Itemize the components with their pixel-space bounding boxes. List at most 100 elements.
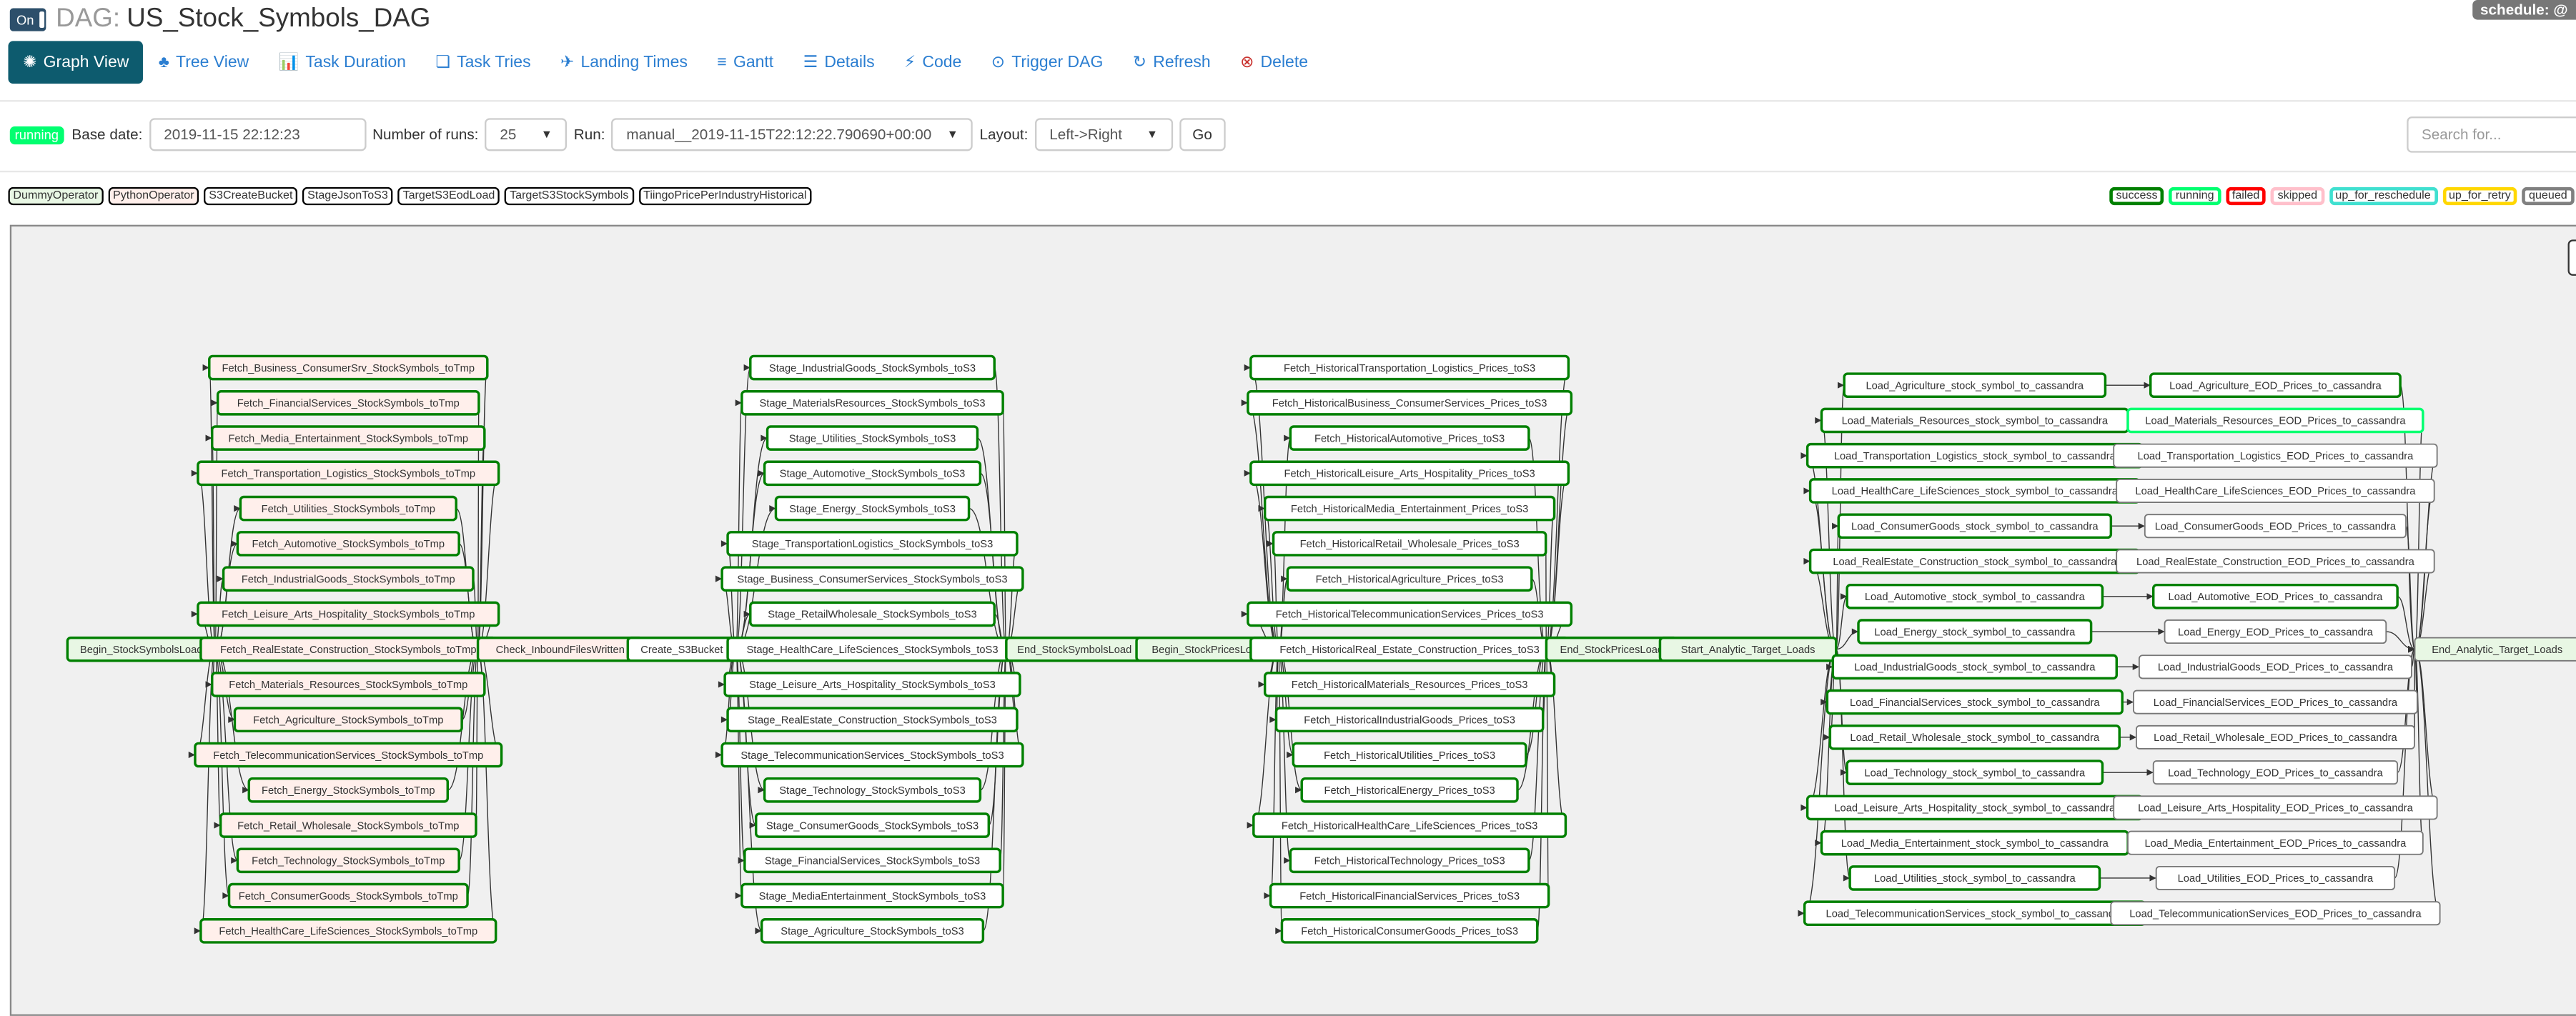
- task-node[interactable]: Load_RealEstate_Construction_EOD_Prices_…: [2116, 549, 2435, 574]
- task-node-box[interactable]: [1263, 495, 1556, 522]
- task-node-box[interactable]: [720, 742, 1024, 768]
- task-node-box[interactable]: [1831, 654, 2118, 680]
- task-node[interactable]: Load_ConsumerGoods_stock_symbol_to_cassa…: [1837, 513, 2113, 539]
- operator-legend-item[interactable]: TiingoPricePerIndustryHistorical: [638, 186, 812, 206]
- task-node[interactable]: Load_FinancialServices_EOD_Prices_to_cas…: [2133, 689, 2418, 714]
- task-node[interactable]: Load_Automotive_EOD_Prices_to_cassandra: [2151, 583, 2399, 609]
- num-runs-select[interactable]: 25 ▼: [485, 118, 568, 151]
- go-button[interactable]: Go: [1179, 118, 1226, 151]
- task-node[interactable]: Start_Analytic_Target_Loads: [1658, 636, 1838, 662]
- search-input[interactable]: Search for...: [2407, 116, 2576, 153]
- task-node-box[interactable]: [1263, 672, 1556, 697]
- task-node[interactable]: Fetch_HistoricalRetail_Wholesale_Prices_…: [1272, 531, 1547, 557]
- task-node-box[interactable]: [1658, 636, 1838, 662]
- task-node-box[interactable]: [1289, 425, 1530, 451]
- task-node[interactable]: Load_Leisure_Arts_Hospitality_EOD_Prices…: [2113, 795, 2438, 820]
- task-node[interactable]: Fetch_HistoricalMedia_Entertainment_Pric…: [1263, 495, 1556, 522]
- task-node[interactable]: Stage_Automotive_StockSymbols_toS3: [763, 460, 982, 487]
- task-node[interactable]: Load_Transportation_Logistics_EOD_Prices…: [2113, 443, 2438, 468]
- task-node-box[interactable]: [1274, 707, 1545, 733]
- task-node-box[interactable]: [2133, 689, 2418, 714]
- task-node[interactable]: Fetch_HistoricalUtilities_Prices_toS3: [1292, 742, 1527, 768]
- task-node[interactable]: Load_Energy_stock_symbol_to_cassandra: [1857, 619, 2093, 644]
- task-node[interactable]: Stage_HealthCare_LifeSciences_StockSymbo…: [726, 636, 1019, 662]
- task-node[interactable]: Stage_MediaEntertainment_StockSymbols_to…: [740, 882, 1004, 909]
- task-node[interactable]: Load_Transportation_Logistics_stock_symb…: [1805, 442, 2144, 469]
- task-node-box[interactable]: [749, 354, 996, 381]
- dag-on-off-toggle[interactable]: On: [9, 8, 46, 31]
- task-node-box[interactable]: [1300, 777, 1519, 803]
- operator-legend-item[interactable]: TargetS3StockSymbols: [505, 186, 634, 206]
- task-node-box[interactable]: [1837, 513, 2113, 539]
- task-node[interactable]: Load_Automotive_stock_symbol_to_cassandr…: [1846, 583, 2104, 609]
- tab-graph-view[interactable]: ✺Graph View: [8, 41, 144, 84]
- task-node-box[interactable]: [740, 389, 1004, 416]
- task-node[interactable]: Fetch_Media_Entertainment_StockSymbols_t…: [211, 425, 486, 451]
- task-node[interactable]: Fetch_HistoricalAgriculture_Prices_toS3: [1286, 566, 1533, 592]
- task-node-box[interactable]: [219, 812, 477, 838]
- state-legend-item[interactable]: running: [2169, 186, 2221, 206]
- task-node[interactable]: Load_Energy_EOD_Prices_to_cassandra: [2164, 619, 2387, 644]
- task-node-box[interactable]: [2116, 549, 2435, 574]
- task-node-box[interactable]: [247, 777, 450, 803]
- task-node-box[interactable]: [2164, 619, 2387, 644]
- task-node-box[interactable]: [740, 882, 1004, 909]
- tab-delete[interactable]: ⊗Delete: [1225, 41, 1322, 84]
- task-node-box[interactable]: [1249, 354, 1570, 381]
- task-node-box[interactable]: [1280, 918, 1539, 944]
- task-node-box[interactable]: [1857, 619, 2093, 644]
- task-node[interactable]: Stage_Energy_StockSymbols_toS3: [774, 495, 971, 522]
- task-node-box[interactable]: [2144, 514, 2407, 539]
- task-node[interactable]: Fetch_TelecommunicationServices_StockSym…: [194, 742, 503, 768]
- task-node-box[interactable]: [760, 918, 985, 944]
- task-node-box[interactable]: [2113, 795, 2438, 820]
- task-node-box[interactable]: [766, 425, 979, 451]
- task-node-box[interactable]: [1286, 566, 1533, 592]
- task-node[interactable]: Fetch_Retail_Wholesale_StockSymbols_toTm…: [219, 812, 477, 838]
- tab-trigger-dag[interactable]: ⊙Trigger DAG: [976, 41, 1118, 84]
- state-legend-item[interactable]: skipped: [2271, 186, 2324, 206]
- task-node[interactable]: Load_HealthCare_LifeSciences_EOD_Prices_…: [2116, 478, 2435, 503]
- layout-select[interactable]: Left->Right ▼: [1034, 118, 1173, 151]
- task-node-box[interactable]: [2138, 654, 2412, 679]
- task-node[interactable]: Load_FinancialServices_stock_symbol_to_c…: [1826, 689, 2124, 715]
- task-node[interactable]: Stage_Technology_StockSymbols_toS3: [763, 777, 982, 803]
- task-node[interactable]: Load_TelecommunicationServices_stock_sym…: [1803, 900, 2146, 927]
- task-node[interactable]: Fetch_Utilities_StockSymbols_toTmp: [239, 495, 457, 522]
- task-node[interactable]: Load_Agriculture_stock_symbol_to_cassand…: [1843, 372, 2107, 398]
- task-node[interactable]: Fetch_HistoricalReal_Estate_Construction…: [1249, 636, 1570, 662]
- task-node[interactable]: Fetch_Technology_StockSymbols_toTmp: [236, 847, 460, 874]
- task-node-box[interactable]: [743, 847, 1001, 874]
- task-node-box[interactable]: [197, 460, 500, 487]
- task-node[interactable]: Fetch_FinancialServices_StockSymbols_toT…: [216, 389, 480, 416]
- task-node[interactable]: Stage_TelecommunicationServices_StockSym…: [720, 742, 1024, 768]
- tab-details[interactable]: ☰Details: [788, 41, 889, 84]
- task-node[interactable]: Stage_RetailWholesale_StockSymbols_toS3: [749, 601, 996, 627]
- task-node[interactable]: Fetch_Agriculture_StockSymbols_toTmp: [233, 707, 463, 733]
- task-node[interactable]: Load_Agriculture_EOD_Prices_to_cassandra: [2149, 372, 2402, 398]
- task-node-box[interactable]: [2127, 830, 2424, 855]
- task-node-box[interactable]: [2110, 901, 2441, 926]
- tab-task-tries[interactable]: ❏Task Tries: [421, 41, 546, 84]
- task-node[interactable]: Create_S3Bucket: [626, 636, 738, 662]
- task-node[interactable]: End_Analytic_Target_Loads: [2414, 637, 2576, 662]
- task-node[interactable]: Fetch_ConsumerGoods_StockSymbols_toTmp: [227, 882, 469, 909]
- task-node[interactable]: Load_Media_Entertainment_EOD_Prices_to_c…: [2127, 830, 2424, 855]
- task-node[interactable]: Fetch_Energy_StockSymbols_toTmp: [247, 777, 450, 803]
- task-node[interactable]: Fetch_Transportation_Logistics_StockSymb…: [197, 460, 500, 487]
- task-node-box[interactable]: [2414, 637, 2576, 662]
- task-node-box[interactable]: [774, 495, 971, 522]
- task-node[interactable]: Stage_Agriculture_StockSymbols_toS3: [760, 918, 985, 944]
- task-node-box[interactable]: [763, 777, 982, 803]
- task-node[interactable]: Fetch_HistoricalHealthCare_LifeSciences_…: [1252, 812, 1567, 838]
- task-node-box[interactable]: [1292, 742, 1527, 768]
- task-node-box[interactable]: [1846, 583, 2104, 609]
- task-node-box[interactable]: [1252, 812, 1567, 838]
- task-node-box[interactable]: [1826, 689, 2124, 715]
- task-node-box[interactable]: [211, 425, 486, 451]
- task-node[interactable]: Fetch_HistoricalConsumerGoods_Prices_toS…: [1280, 918, 1539, 944]
- task-node[interactable]: Stage_Business_ConsumerServices_StockSym…: [720, 566, 1024, 592]
- task-node-box[interactable]: [194, 742, 503, 768]
- task-node[interactable]: Load_Technology_EOD_Prices_to_cassandra: [2152, 760, 2399, 785]
